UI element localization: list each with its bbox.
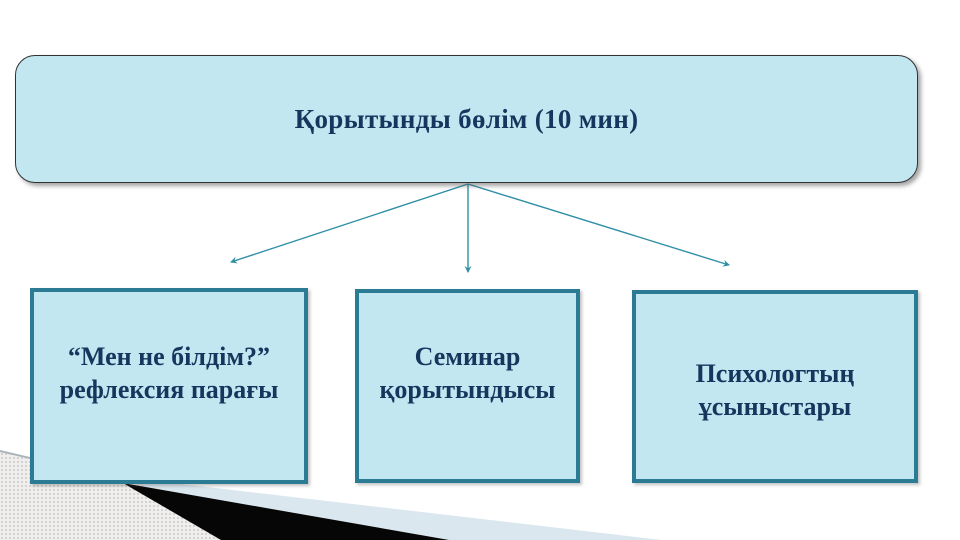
node-text-line: Психологтың (695, 358, 855, 388)
arrow-to-psychologist-node (467, 183, 730, 267)
node-text: “Мен не білдім?” рефлексия парағы (60, 340, 279, 406)
summary-header-shape: Қорытынды бөлім (10 мин) (15, 55, 918, 183)
node-text-line: ұсыныстары (698, 391, 852, 421)
node-text-line: Семинар (414, 342, 521, 371)
flow-node-reflection: “Мен не білдім?” рефлексия парағы (30, 288, 308, 484)
node-text-line: “Мен не білдім?” (67, 342, 271, 371)
summary-header-text: Қорытынды бөлім (10 мин) (294, 103, 639, 134)
node-text-line: рефлексия парағы (59, 375, 279, 404)
flow-node-seminar-summary: Семинар қорытындысы (355, 289, 580, 483)
arrow-to-reflection-node (230, 183, 469, 264)
node-text: Семинар қорытындысы (379, 340, 555, 406)
node-text: Психологтың ұсыныстары (696, 357, 855, 423)
node-text-line: қорытындысы (379, 375, 556, 404)
flow-node-psychologist-recommendations: Психологтың ұсыныстары (632, 290, 918, 483)
